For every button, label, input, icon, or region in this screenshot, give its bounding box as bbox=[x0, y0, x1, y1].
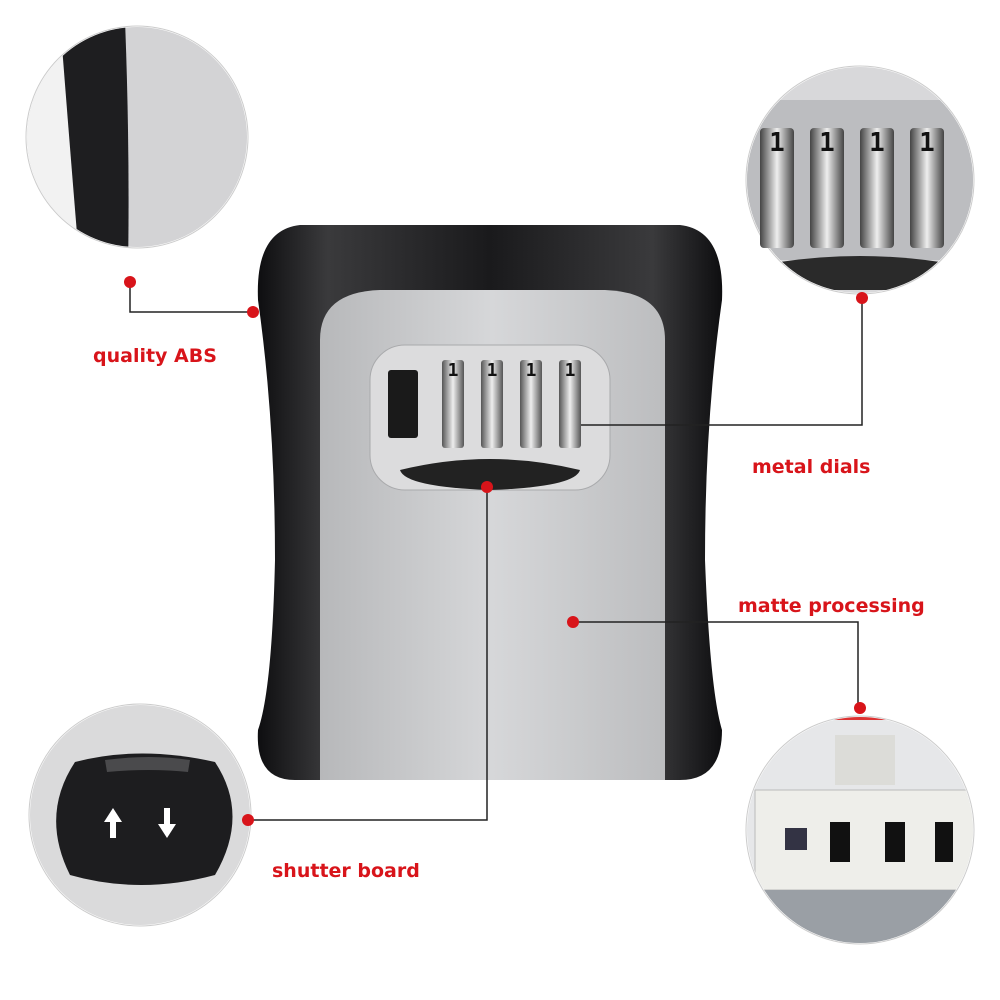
callout-abs-edge bbox=[25, 25, 249, 249]
label-quality-abs: quality ABS bbox=[93, 345, 217, 367]
callout-shutter bbox=[28, 703, 252, 927]
callout-factory bbox=[745, 715, 975, 945]
release-slider bbox=[388, 370, 418, 438]
lockbox bbox=[257, 225, 723, 780]
dial-1[interactable]: 1 bbox=[442, 360, 464, 448]
zoom-dial-1: 1 bbox=[760, 128, 794, 248]
arrow-down-icon bbox=[158, 808, 176, 838]
dial-2[interactable]: 1 bbox=[481, 360, 503, 448]
zoom-dial-3: 1 bbox=[860, 128, 894, 248]
zoom-dial-4: 1 bbox=[910, 128, 944, 248]
zoom-dial-2: 1 bbox=[810, 128, 844, 248]
arrow-up-icon bbox=[104, 808, 122, 838]
dial-3[interactable]: 1 bbox=[520, 360, 542, 448]
leader-lines bbox=[129, 282, 863, 821]
dial-4[interactable]: 1 bbox=[559, 360, 581, 448]
label-matte-processing: matte processing bbox=[738, 595, 925, 617]
label-metal-dials: metal dials bbox=[752, 456, 871, 478]
shutter-handle bbox=[400, 459, 580, 490]
label-shutter-board: shutter board bbox=[272, 860, 420, 882]
